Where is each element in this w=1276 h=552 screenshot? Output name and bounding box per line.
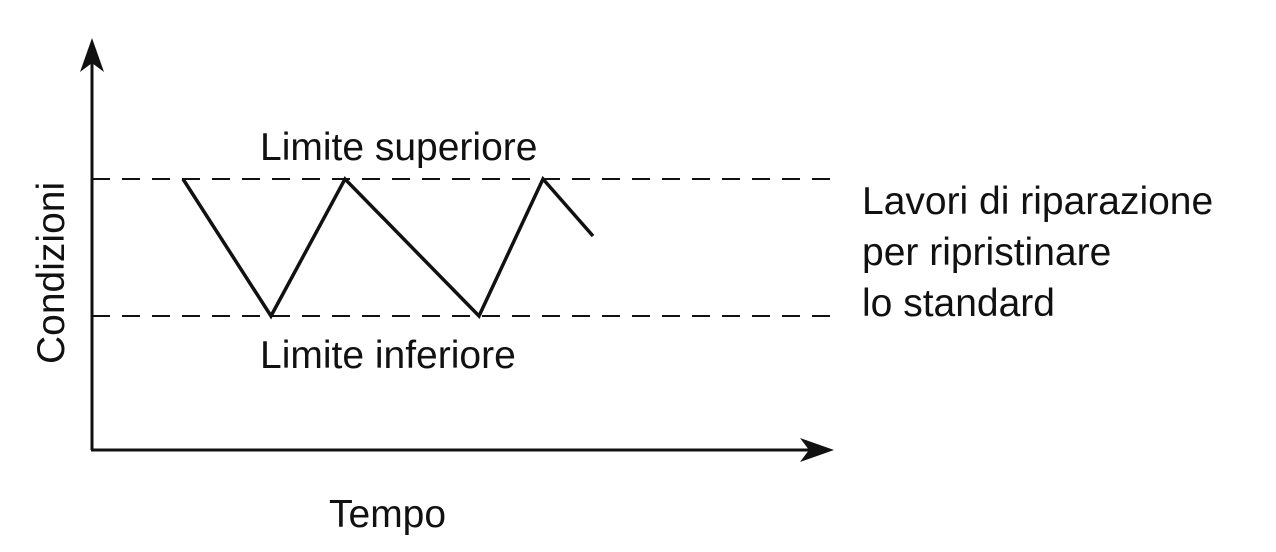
condition-zigzag-path: [181, 175, 595, 320]
annotation-line-3: lo standard: [862, 282, 1055, 325]
x-axis-arrowhead: [800, 438, 834, 462]
x-axis-label: Tempo: [329, 493, 446, 536]
annotation-line-1: Lavori di riparazione: [862, 180, 1213, 223]
y-axis-label: Condizioni: [30, 182, 73, 364]
lower-limit-label: Limite inferiore: [260, 334, 516, 377]
y-axis-arrowhead: [80, 38, 104, 72]
annotation-line-2: per ripristinare: [862, 231, 1111, 274]
upper-limit-label: Limite superiore: [260, 126, 537, 169]
